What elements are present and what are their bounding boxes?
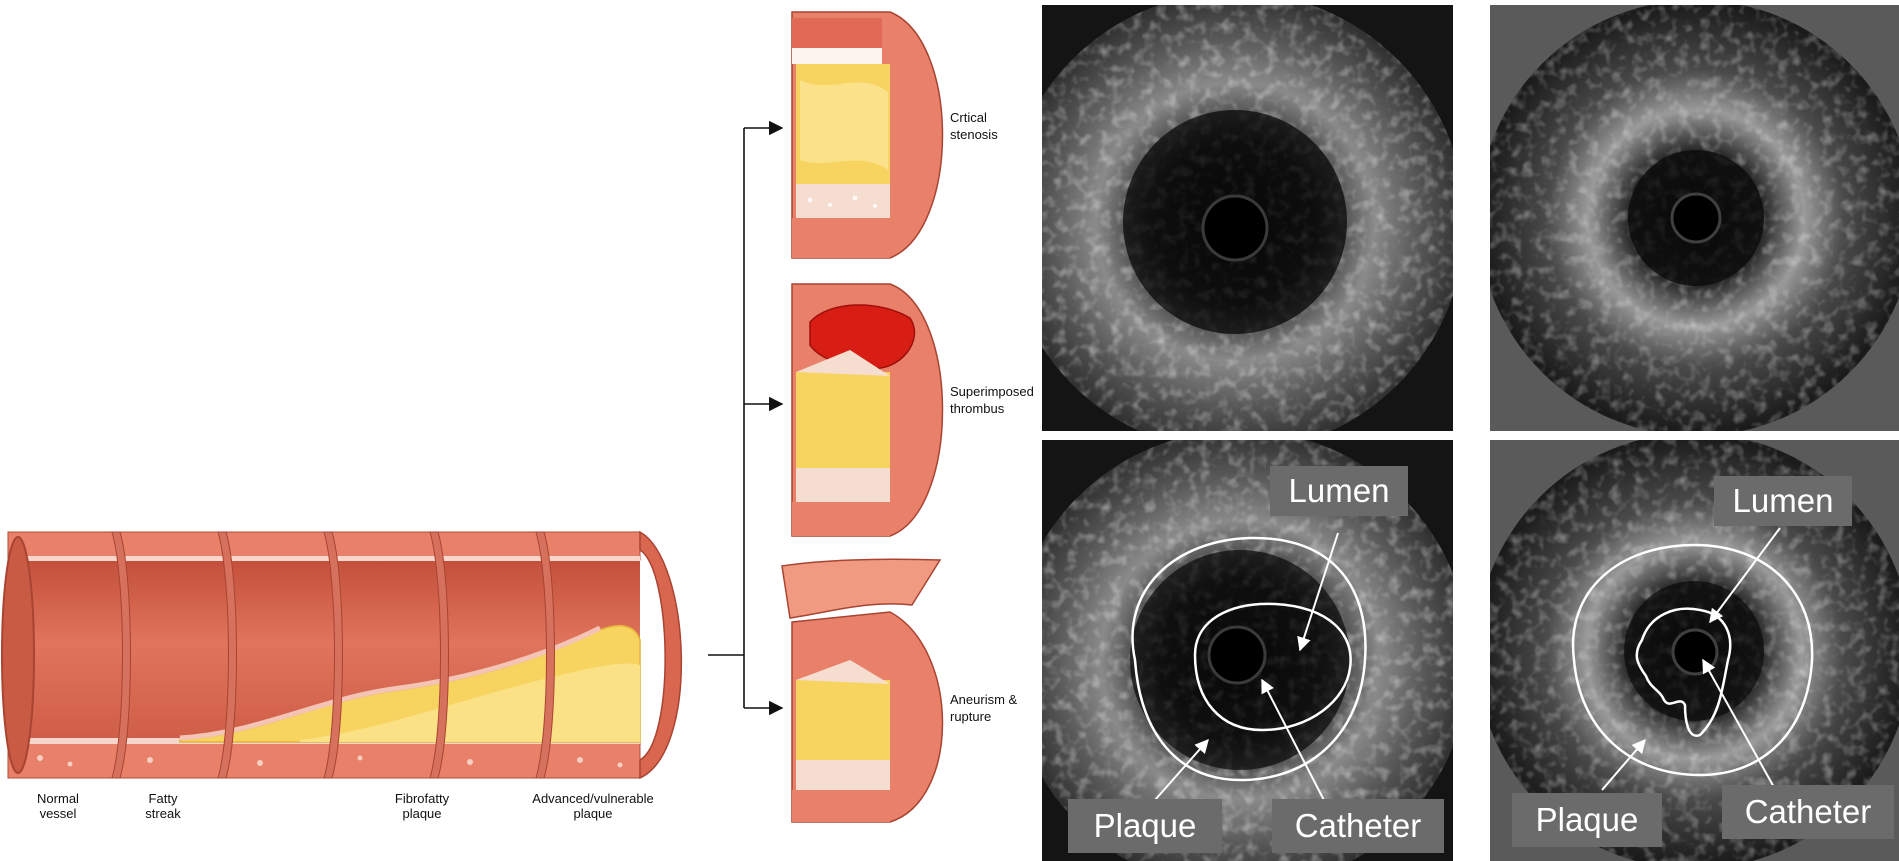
vessel-entry	[2, 537, 34, 773]
ivus-panels: Lumen Plaque Catheter Lume	[1005, 0, 1899, 861]
outcome-branches	[708, 128, 782, 708]
lumen-label-right: Lumen	[1733, 482, 1834, 519]
ivus-panel-right-annotated: Lumen Plaque Catheter	[1476, 433, 1899, 861]
panel-divider-vertical	[1453, 0, 1490, 861]
catheter-label-right: Catheter	[1745, 793, 1872, 830]
ivus-panel-left-raw	[1005, 0, 1465, 452]
catheter-ring	[1203, 196, 1267, 260]
ivus-panel-left-annotated: Lumen Plaque Catheter	[1010, 430, 1470, 861]
catheter-label: Catheter	[1295, 807, 1422, 844]
panel-divider-horizontal	[1042, 431, 1899, 440]
plaque-label-right: Plaque	[1536, 801, 1639, 838]
vessel-end-cap	[640, 532, 681, 778]
plaque-label: Plaque	[1094, 807, 1197, 844]
vessel-progression	[2, 532, 681, 778]
outcome-label-rupture: Aneurism &rupture	[950, 692, 1018, 724]
lumen-label: Lumen	[1289, 472, 1390, 509]
outcome-rupture: Aneurism &rupture	[782, 559, 1018, 822]
ivus-panel-right-raw	[1478, 0, 1899, 436]
